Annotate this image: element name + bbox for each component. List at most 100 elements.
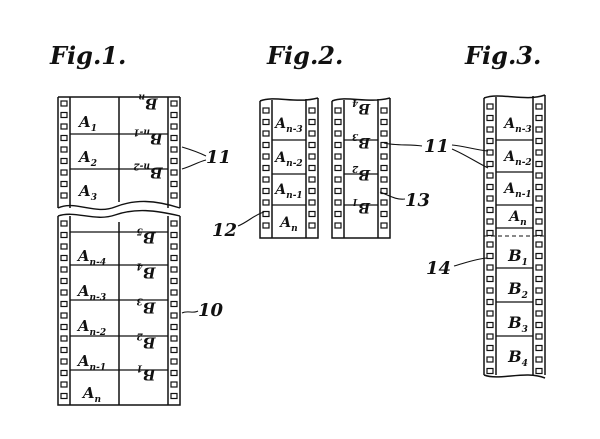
sprocket-hole [535, 206, 543, 214]
sprocket-hole [535, 310, 543, 317]
fig2-strip-b-outline [331, 97, 391, 239]
sprocket-hole [60, 266, 68, 273]
fig3-frame-label-a: An-2 [502, 149, 531, 168]
sprocket-hole [486, 149, 494, 156]
sprocket-hole [170, 369, 178, 377]
sprocket-hole [486, 206, 494, 214]
sprocket-hole [170, 335, 178, 342]
sprocket-hole [60, 346, 68, 354]
fig1-top-left-sprockets [60, 100, 68, 199]
fig2-strip-a-outline [259, 97, 319, 239]
sprocket-hole [535, 287, 543, 294]
sprocket-hole [535, 137, 543, 145]
fig1-tear-lower [57, 209, 181, 218]
sprocket-hole [486, 195, 494, 202]
sprocket-hole [170, 277, 178, 285]
ref-numeral-11-fig3: 11 [424, 136, 449, 157]
fig1-frame-label-right: B3 [137, 296, 157, 317]
sprocket-hole [170, 300, 178, 308]
sprocket-hole [486, 344, 494, 352]
sprocket-hole [170, 157, 178, 165]
sprocket-hole [60, 111, 68, 119]
ref-numeral-14: 14 [426, 258, 451, 279]
sprocket-hole [60, 392, 68, 400]
fig1-frame-label-left: An-4 [76, 247, 106, 268]
sprocket-hole [170, 111, 178, 119]
leader-11b [181, 159, 207, 170]
fig2-strip-a-left-sprockets [262, 107, 270, 229]
sprocket-hole [486, 287, 494, 294]
sprocket-hole [170, 146, 178, 153]
sprocket-hole [60, 323, 68, 331]
fig1-frame-label-left: A3 [77, 182, 97, 203]
sprocket-hole [380, 222, 388, 229]
sprocket-hole [170, 254, 178, 262]
sprocket-hole [535, 241, 543, 248]
sprocket-hole [535, 298, 543, 306]
sprocket-hole [60, 134, 68, 142]
fig1-frame-label-left: A1 [77, 113, 97, 134]
sprocket-hole [170, 266, 178, 273]
fig1-frame-label-left: A2 [77, 148, 97, 169]
sprocket-hole [486, 310, 494, 317]
fig3-frame-label-a: An-1 [502, 181, 531, 200]
sprocket-hole [60, 100, 68, 107]
leader-10 [181, 310, 199, 314]
sprocket-hole [262, 141, 270, 149]
sprocket-hole [262, 199, 270, 206]
sprocket-hole [262, 210, 270, 218]
sprocket-hole [262, 107, 270, 114]
fig1-frame-label-left: An-3 [76, 282, 106, 303]
sprocket-hole [170, 392, 178, 400]
sprocket-hole [535, 195, 543, 202]
ref-numeral-11-fig1: 11 [206, 147, 231, 168]
sprocket-hole [262, 176, 270, 183]
sprocket-hole [170, 169, 178, 176]
ref-numeral-13: 13 [405, 190, 430, 211]
sprocket-hole [486, 183, 494, 191]
sprocket-hole [535, 160, 543, 168]
sprocket-hole [60, 146, 68, 153]
figures-layer: Fig.1.Fig.2.Fig.3.A1A2A3BnBn-1Bn-2An-4An… [49, 41, 546, 406]
fig3-frame-label-b: B3 [507, 313, 528, 335]
sprocket-hole [535, 183, 543, 191]
ref-numeral-12: 12 [212, 220, 237, 241]
sprocket-hole [170, 100, 178, 107]
sprocket-hole [380, 118, 388, 126]
leader-12 [237, 211, 265, 227]
sprocket-hole [535, 356, 543, 363]
sprocket-hole [486, 114, 494, 122]
leader-13 [379, 191, 406, 200]
sprocket-hole [170, 243, 178, 250]
sprocket-hole [334, 187, 342, 195]
sprocket-hole [60, 180, 68, 188]
sprocket-hole [60, 254, 68, 262]
sprocket-hole [486, 252, 494, 260]
fig2-strip-a-right-sprockets [308, 107, 316, 229]
sprocket-hole [486, 160, 494, 168]
sprocket-hole [535, 149, 543, 156]
sprocket-hole [60, 231, 68, 239]
sprocket-hole [170, 192, 178, 199]
fig1-frame-label-right: Bn-1 [133, 127, 163, 148]
sprocket-hole [60, 300, 68, 308]
sprocket-hole [535, 252, 543, 260]
sprocket-hole [535, 103, 543, 110]
sprocket-hole [262, 130, 270, 137]
sprocket-hole [486, 103, 494, 110]
sprocket-hole [334, 141, 342, 149]
sprocket-hole [380, 199, 388, 206]
fig1-top-right-sprockets [170, 100, 178, 199]
fig1-frame-label-right: B5 [137, 226, 157, 247]
sprocket-hole [60, 289, 68, 296]
sprocket-hole [535, 367, 543, 375]
sprocket-hole [170, 346, 178, 354]
ref-numeral-10: 10 [198, 300, 224, 321]
sprocket-hole [308, 130, 316, 137]
sprocket-hole [380, 141, 388, 149]
fig2-strip-b-frame-label: B1 [352, 196, 371, 215]
fig1-frame-label-right: Bn [138, 92, 158, 113]
sprocket-hole [170, 289, 178, 296]
sprocket-hole [60, 277, 68, 285]
